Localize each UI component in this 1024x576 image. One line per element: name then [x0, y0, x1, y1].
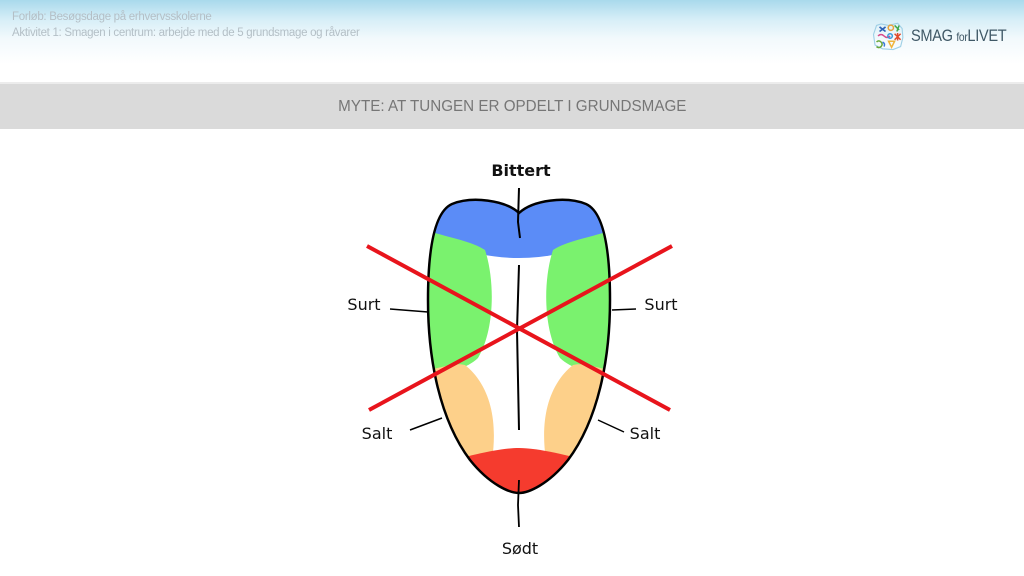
header-divider	[0, 82, 1024, 84]
smag-for-livet-logo: SMAG forLIVET	[872, 16, 1022, 56]
label-salt-left: Salt	[362, 424, 393, 443]
breadcrumb-activity: Aktivitet 1: Smagen i centrum: arbejde m…	[12, 27, 360, 39]
sour-region-right	[546, 228, 610, 372]
median-groove-lower	[517, 479, 520, 528]
leader-line-sour-right	[611, 308, 637, 311]
median-groove	[515, 264, 520, 431]
bitter-region	[428, 199, 610, 258]
breadcrumb-course: Forløb: Besøgsdage på erhvervsskolerne	[12, 11, 212, 23]
slide-title-bar: MYTE: AT TUNGEN ER OPDELT I GRUNDSMAGE	[0, 84, 1024, 129]
label-sour-left: Surt	[347, 295, 380, 314]
label-bitter: Bittert	[491, 161, 551, 180]
leader-line-salt-left	[409, 417, 443, 431]
slide-title: MYTE: AT TUNGEN ER OPDELT I GRUNDSMAGE	[337, 97, 687, 115]
logo-wordmark: SMAG forLIVET	[911, 26, 1007, 45]
smag-for-livet-logo-icon	[872, 22, 904, 51]
cross-out-line-2	[368, 244, 673, 412]
label-sweet: Sødt	[502, 539, 538, 558]
label-salt-right: Salt	[630, 424, 661, 443]
header-banner: Forløb: Besøgsdage på erhvervsskolerne A…	[0, 0, 1024, 64]
sour-region-left	[428, 228, 492, 372]
leader-line-salt-right	[597, 419, 625, 433]
median-groove-upper	[516, 187, 521, 239]
label-sour-right: Surt	[644, 295, 677, 314]
leader-line-sour-left	[389, 308, 429, 313]
